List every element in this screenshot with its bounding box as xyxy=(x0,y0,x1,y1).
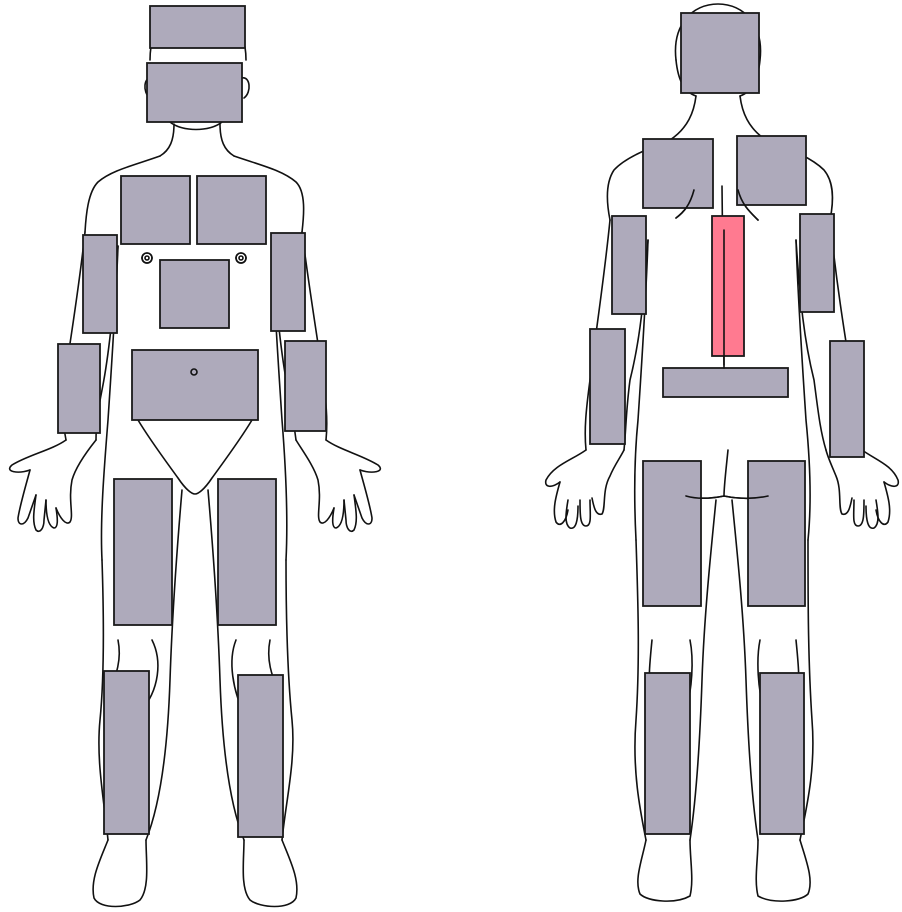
region-right-shin[interactable] xyxy=(104,671,149,834)
region-right-upper-arm[interactable] xyxy=(83,235,117,333)
region-right-shoulder-blade[interactable] xyxy=(737,136,806,205)
left-nipple xyxy=(236,253,246,263)
region-back-left-upper-arm[interactable] xyxy=(612,216,646,314)
back-regions xyxy=(590,13,864,834)
region-right-forearm[interactable] xyxy=(58,344,100,433)
front-regions xyxy=(58,6,326,837)
region-left-shin[interactable] xyxy=(238,675,283,837)
region-right-chest[interactable] xyxy=(121,176,190,244)
region-lower-back[interactable] xyxy=(663,368,788,397)
region-left-calf[interactable] xyxy=(645,673,690,834)
region-lower-abdomen[interactable] xyxy=(132,350,258,420)
region-right-thigh[interactable] xyxy=(114,479,172,625)
region-upper-abdomen[interactable] xyxy=(160,260,229,328)
region-left-shoulder-blade[interactable] xyxy=(643,139,713,208)
region-right-calf[interactable] xyxy=(760,673,804,834)
front-body-outline xyxy=(10,8,381,907)
region-left-chest[interactable] xyxy=(197,176,266,244)
front-figure xyxy=(10,6,381,907)
region-left-forearm[interactable] xyxy=(285,341,326,431)
region-back-right-forearm[interactable] xyxy=(830,341,864,457)
region-face[interactable] xyxy=(147,63,242,122)
region-back-right-thigh[interactable] xyxy=(748,461,805,606)
region-spine[interactable] xyxy=(712,216,744,356)
region-back-right-upper-arm[interactable] xyxy=(800,214,834,312)
region-left-thigh[interactable] xyxy=(218,479,276,625)
region-back-of-head[interactable] xyxy=(681,13,759,93)
region-left-upper-arm[interactable] xyxy=(271,233,305,331)
back-figure xyxy=(546,4,899,901)
region-back-left-thigh[interactable] xyxy=(643,461,701,606)
right-nipple xyxy=(142,253,152,263)
region-head-top[interactable] xyxy=(150,6,245,48)
region-back-left-forearm[interactable] xyxy=(590,329,625,444)
